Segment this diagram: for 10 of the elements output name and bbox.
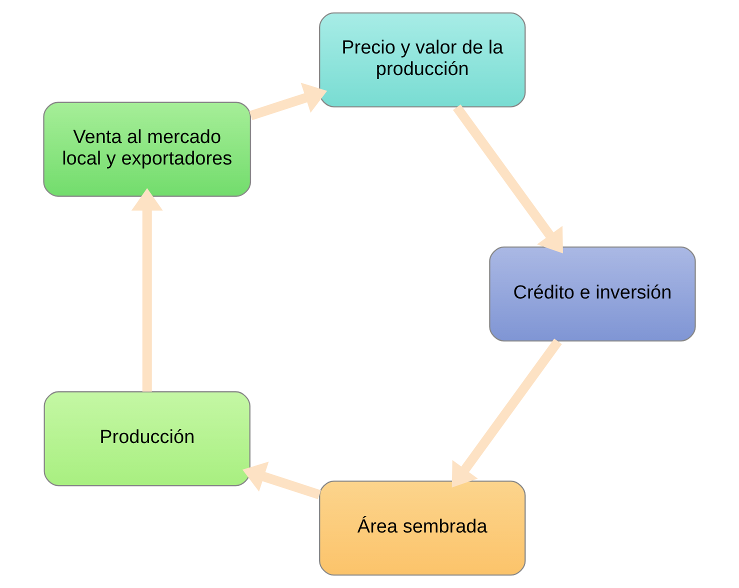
arrow	[242, 462, 321, 500]
node-box: Área sembrada	[319, 480, 526, 576]
arrow	[249, 82, 328, 120]
node-box: Producción	[44, 391, 250, 486]
node-box: Crédito e inversión	[489, 246, 696, 342]
node-box: Venta al mercado local y exportadores	[43, 102, 252, 197]
arrow	[452, 104, 563, 254]
arrow	[452, 338, 562, 488]
arrow	[131, 188, 163, 392]
node-box: Precio y valor de la producción	[319, 12, 526, 108]
